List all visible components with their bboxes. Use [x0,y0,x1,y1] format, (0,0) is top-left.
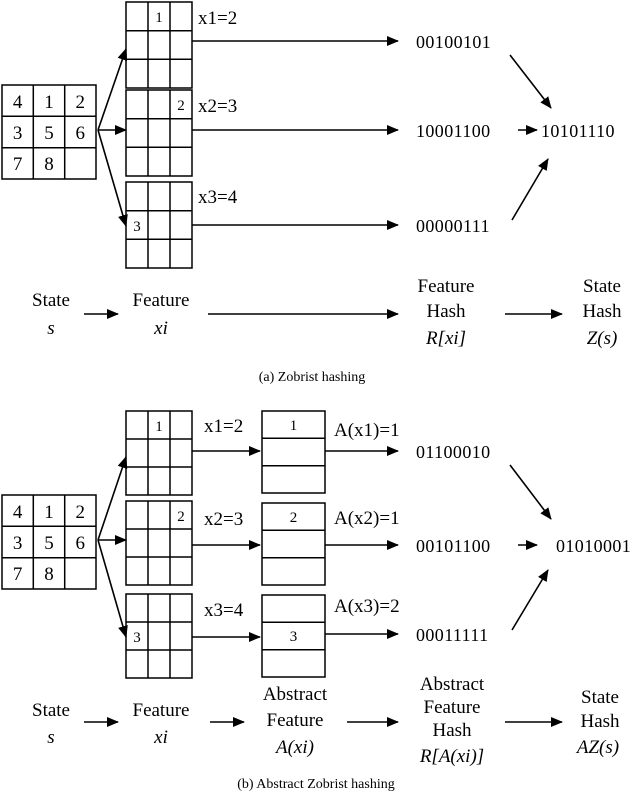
puzzle-cell: 6 [76,123,86,144]
label-abstract-feature: Abstract [263,684,328,705]
puzzle-cell: 2 [76,92,86,113]
feature-value-3: x3=4 [204,600,244,621]
abstract-label-3: A(x3)=2 [334,596,400,617]
puzzle-cell: 6 [76,533,86,554]
label-abstract-hash: Feature [424,697,481,718]
feature-tile-1: 1 [155,419,163,435]
label-state-hash: State [583,276,621,297]
puzzle-cells-b: 4 1 2 3 5 6 7 8 [13,502,85,585]
combine-arrow [511,158,549,221]
puzzle-cell: 3 [13,123,23,144]
puzzle-cell: 5 [44,533,54,554]
abstract-box-1 [261,410,326,494]
label-state-hash: State [581,687,619,708]
feature-grid-1-b [125,410,193,496]
fan-arrow [97,539,128,638]
feature-hash-1: 00100101 [416,32,491,52]
puzzle-cell: 1 [44,502,54,523]
fan-arrow [97,129,128,227]
abstract-hash-2: 00101100 [416,536,491,556]
label-feature-hash-sym: R[xi] [425,328,466,349]
puzzle-cell: 1 [44,92,54,113]
feature-value-1: x1=2 [204,416,243,437]
abstract-value-1: 1 [290,418,298,434]
label-state-hash-sym: AZ(s) [575,737,619,758]
puzzle-grid-b [1,494,97,590]
combine-arrow [509,54,552,109]
puzzle-cell: 2 [76,502,86,523]
puzzle-cell: 8 [44,154,54,175]
feature-value-1: x1=2 [198,8,237,29]
label-feature: Feature [133,700,190,721]
label-state-sym: s [47,727,54,748]
label-feature-hash: Feature [418,276,475,297]
label-state: State [32,290,70,311]
fan-arrow [97,48,128,131]
combine-arrow [509,464,552,520]
label-state: State [32,700,70,721]
abstract-hash-1: 01100010 [416,442,491,462]
abstract-state-hash: 01010001 [556,536,631,556]
abstract-label-1: A(x1)=1 [334,420,400,441]
label-feature-hash: Hash [426,301,466,322]
panel-abstract-zobrist: 4 1 2 3 5 6 7 8 1 2 3 [1,410,631,792]
caption-a: (a) Zobrist hashing [259,370,366,385]
label-abstract-feature-sym: A(xi) [274,737,314,758]
puzzle-grid-a [1,84,97,180]
puzzle-cell: 8 [44,564,54,585]
feature-value-3: x3=4 [198,187,238,208]
feature-value-2: x2=3 [198,96,237,117]
puzzle-cell: 7 [13,154,23,175]
puzzle-cell: 4 [13,502,23,523]
feature-tile-1: 1 [155,10,163,26]
feature-value-2: x2=3 [204,509,243,530]
feature-hash-2: 10001100 [416,121,491,141]
puzzle-cells-a: 4 1 2 3 5 6 7 8 [13,92,85,175]
puzzle-cell: 3 [13,533,23,554]
label-feature-sym: xi [153,318,168,339]
abstract-box-2 [261,502,326,586]
label-feature: Feature [133,290,190,311]
feature-tile-2: 2 [177,509,185,525]
abstract-hash-3: 00011111 [416,625,489,645]
label-abstract-feature: Feature [267,710,324,731]
abstract-label-2: A(x2)=1 [334,508,400,529]
abstract-box-3 [261,594,326,678]
label-state-sym: s [47,318,54,339]
label-state-hash-sym: Z(s) [587,328,618,349]
abstract-value-2: 2 [290,510,298,526]
label-state-hash: Hash [582,301,622,322]
feature-tile-3: 3 [133,219,141,235]
fan-arrow [97,456,128,541]
puzzle-cell: 5 [44,123,54,144]
state-hash: 10101110 [541,121,615,141]
label-state-hash: Hash [580,711,620,732]
feature-hash-3: 00000111 [416,216,490,236]
label-abstract-hash: Hash [432,720,472,741]
feature-tile-2: 2 [177,98,185,114]
label-abstract-hash-sym: R[A(xi)] [419,746,484,767]
puzzle-cell: 7 [13,564,23,585]
label-feature-sym: xi [153,727,168,748]
abstract-value-3: 3 [290,629,298,645]
combine-arrow [511,569,549,631]
feature-tile-3: 3 [133,630,141,646]
label-abstract-hash: Abstract [420,674,485,695]
feature-grid-2-a [125,89,193,177]
caption-b: (b) Abstract Zobrist hashing [237,777,394,792]
feature-grid-1-a [125,1,193,89]
panel-zobrist: 4 1 2 3 5 6 7 8 1 2 3 [1,1,622,385]
puzzle-cell: 4 [13,92,23,113]
